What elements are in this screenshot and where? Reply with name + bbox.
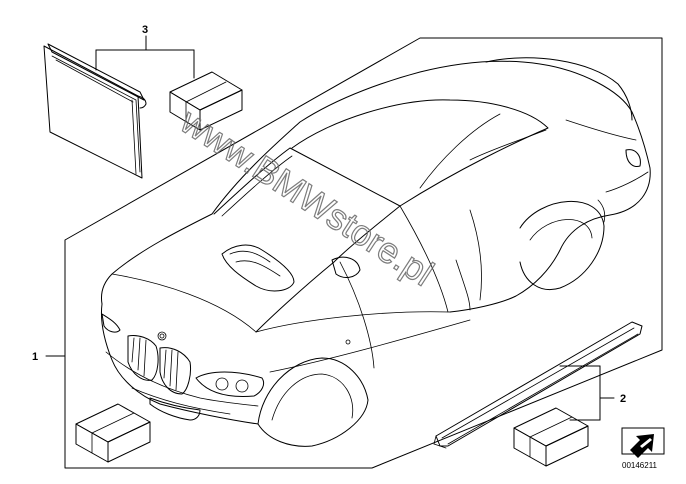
callout-label-2: 2 xyxy=(620,393,626,405)
callout-label-1: 1 xyxy=(32,351,38,363)
group-frame-1 xyxy=(64,37,663,469)
arrow-tag-icon xyxy=(621,427,665,458)
kit-box-icon xyxy=(169,71,243,131)
side-skirt-icon xyxy=(433,321,643,449)
kit-box-icon xyxy=(75,403,151,463)
manual-booklet-icon xyxy=(43,43,147,179)
watermark-text: www.BMWstore.pl xyxy=(173,100,441,294)
bracket-3 xyxy=(95,35,195,79)
diagram-number: 00146211 xyxy=(622,461,658,470)
bracket-2 xyxy=(559,365,615,421)
car-front-three-quarter xyxy=(101,57,651,447)
callout-label-3: 3 xyxy=(142,24,148,36)
kit-box-icon xyxy=(513,407,589,467)
